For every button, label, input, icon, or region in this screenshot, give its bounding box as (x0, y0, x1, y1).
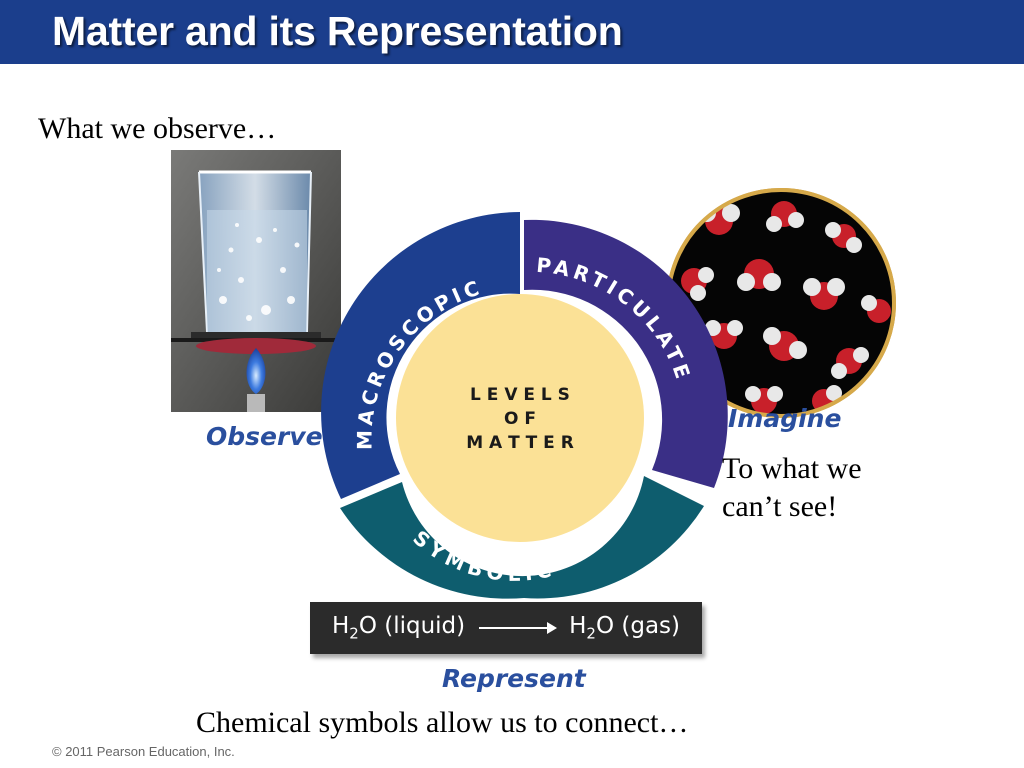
imagine-label: Imagine (728, 404, 842, 433)
boiling-beaker-image (171, 150, 341, 412)
observe-heading: What we observe… (38, 112, 277, 145)
symbolic-segment (340, 476, 704, 599)
equation-left: H2O (liquid) (331, 613, 466, 643)
copyright: © 2011 Pearson Education, Inc. (52, 744, 235, 759)
represent-label: Represent (442, 664, 586, 693)
center-text-line-2: O F (504, 409, 536, 429)
title-bar: Matter and its Representation (0, 0, 1024, 64)
equation-box: H2O (liquid) H2O (gas) (310, 602, 702, 654)
center-disk (396, 294, 644, 542)
particulate-segment (524, 219, 728, 489)
levels-of-matter-diagram: MACROSCOPIC PARTICULATE SYMBOLIC L E V E… (321, 212, 728, 599)
center-text-line-3: M A T T E R (466, 433, 574, 453)
see-text: To what we can’t see! (722, 452, 862, 523)
reaction-arrow-icon (479, 622, 558, 634)
connect-text: Chemical symbols allow us to connect… (196, 706, 689, 739)
observe-label: Observe (206, 422, 323, 451)
equation-right: H2O (gas) (569, 613, 681, 643)
center-text-line-1: L E V E L S (470, 385, 570, 405)
macroscopic-segment (321, 212, 520, 499)
slide-title: Matter and its Representation (52, 8, 623, 54)
